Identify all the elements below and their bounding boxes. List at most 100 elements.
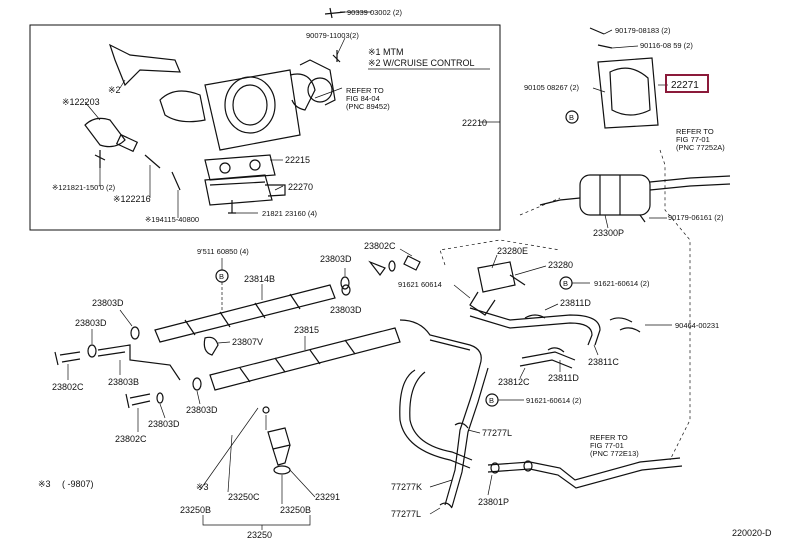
clamp-b[interactable] [523, 460, 533, 472]
hose-77277k[interactable] [444, 364, 489, 508]
callout-9511: 9'511 60850 (4) [197, 247, 249, 256]
callout-23803d-b: 23803D [330, 305, 362, 315]
throttle-body-22210[interactable] [159, 59, 336, 151]
screw-90079[interactable] [332, 50, 341, 63]
refer-2-line1: REFER TO [676, 127, 714, 136]
hose-23811c[interactable] [469, 307, 601, 346]
bracket-part[interactable] [108, 43, 181, 87]
screw-90339[interactable] [324, 7, 346, 19]
callout-90116: 90116-08 59 (2) [640, 41, 693, 50]
bolt-90179b[interactable] [639, 214, 646, 223]
callout-122216: ※122216 [113, 194, 151, 204]
union-bolt-23802c-b[interactable] [54, 351, 81, 366]
callout-23815: 23815 [294, 325, 319, 335]
callout-90105: 90105 08267 (2) [524, 83, 580, 92]
gasket-23803d-b[interactable] [341, 284, 351, 296]
svg-text:B: B [563, 279, 568, 288]
gasket-22271[interactable] [597, 57, 659, 129]
screws-90179-90116[interactable] [589, 27, 613, 49]
clip-90464[interactable] [609, 317, 641, 333]
callout-91621c: 91621-60614 (2) [526, 396, 582, 405]
gasket-23803d-d[interactable] [87, 344, 97, 358]
callout-23803d-c: 23803D [92, 298, 124, 308]
refer-3-line3: (PNC 772E13) [590, 449, 639, 458]
fuel-injector-23250[interactable] [262, 406, 291, 475]
gasket-23803d-f[interactable] [192, 377, 202, 391]
callout-22210: 22210 [462, 118, 487, 128]
pressure-regulator-23280[interactable] [469, 261, 526, 316]
screw-122216[interactable] [144, 154, 161, 169]
svg-text:B: B [489, 396, 494, 405]
clip-77277l-b[interactable] [439, 502, 453, 509]
gasket-23803d-c[interactable] [130, 326, 140, 340]
screw-194115[interactable] [171, 171, 181, 191]
union-bolt-b[interactable] [403, 255, 421, 271]
fuel-filter-23300p[interactable] [539, 174, 731, 216]
gasket-a[interactable] [388, 260, 396, 272]
callout-23291: 23291 [315, 492, 340, 502]
callout-23250: 23250 [247, 530, 272, 540]
refer-3-line1: REFER TO [590, 433, 628, 442]
union-bolt-a[interactable] [368, 260, 386, 277]
legend-note-3-prefix: ※3 [38, 479, 51, 489]
callout-23300p: 23300P [593, 228, 624, 238]
legend-note-1: ※1 MTM [368, 47, 404, 57]
callout-2: ※2 [108, 85, 121, 95]
hose-main-loop[interactable] [399, 369, 473, 469]
callout-22215: 22215 [285, 155, 310, 165]
callout-77277l-a: 77277L [482, 428, 512, 438]
callout-23803d-e: 23803D [148, 419, 180, 429]
callout-3: ※3 [196, 482, 209, 492]
callout-194115: ※194115-40800 [145, 215, 199, 224]
pulsation-damper-23807v[interactable] [203, 336, 219, 356]
throttle-sensor-122203[interactable] [84, 117, 139, 153]
fuel-rail-23814b[interactable] [154, 284, 336, 343]
fuel-pipe-23803b[interactable] [97, 344, 181, 381]
bolt-21821[interactable] [228, 200, 236, 214]
isc-valve-22270[interactable] [204, 174, 286, 206]
callout-23250c: 23250C [228, 492, 260, 502]
legend-note-3-range: ( -9807) [62, 479, 94, 489]
refer-1-line1: REFER TO [346, 86, 384, 95]
callout-77277k: 77277K [391, 482, 422, 492]
throttle-body-group: 90339 03002 (2) 90079-11003(2) ※1 MTM ※2… [29, 7, 501, 231]
highlight-box-22271 [665, 74, 709, 93]
gasket-22215[interactable] [204, 154, 276, 181]
refer-1-line3: (PNC 89452) [346, 102, 390, 111]
diagram-code: 220020-D [732, 528, 772, 538]
hose-upper[interactable] [399, 319, 482, 366]
callout-90464: 90464-00231 [675, 321, 719, 330]
screw-121821[interactable] [94, 150, 106, 168]
callout-23803d-a: 23803D [320, 254, 352, 264]
callout-23803d-f: 23803D [186, 405, 218, 415]
callout-91621a: 91621 60614 [398, 280, 442, 289]
hose-23801p[interactable] [487, 457, 683, 489]
hose-23812c[interactable] [519, 351, 576, 369]
refer-3-line2: FIG 77-01 [590, 441, 624, 450]
callout-122203: ※122203 [62, 97, 100, 107]
fuel-rail-23815[interactable] [209, 327, 401, 391]
callout-23812c: 23812C [498, 377, 530, 387]
callout-23811d-b: 23811D [548, 373, 579, 383]
clip-23811d-b[interactable] [547, 347, 565, 353]
clamp-a[interactable] [490, 462, 500, 474]
dashed-link-right [659, 149, 691, 461]
union-bolt-23802c-c[interactable] [125, 393, 151, 409]
callout-23803b: 23803B [108, 377, 139, 387]
callout-121821: ※121821-150'0 (2) [52, 183, 116, 192]
group-frame [29, 24, 501, 231]
callout-23250b-a: 23250B [180, 505, 211, 515]
refer-1-line2: FIG 84-04 [346, 94, 380, 103]
legend-note-2: ※2 W/CRUISE CONTROL [368, 58, 475, 68]
callout-23280e: 23280E [497, 246, 528, 256]
callout-23280: 23280 [548, 260, 573, 270]
clip-77277l-a[interactable] [454, 422, 469, 429]
marker-b-1 [565, 110, 579, 124]
dashed-link-top [439, 239, 561, 266]
callout-22271[interactable]: 22271 [671, 80, 699, 91]
callout-23814b: 23814B [244, 274, 275, 284]
gasket-22271-group: B 90179-08183 (2) 90116-08 59 (2) 22271 … [519, 26, 731, 238]
gasket-23803d-e[interactable] [156, 392, 164, 404]
gasket-23803d-a[interactable] [340, 276, 350, 290]
